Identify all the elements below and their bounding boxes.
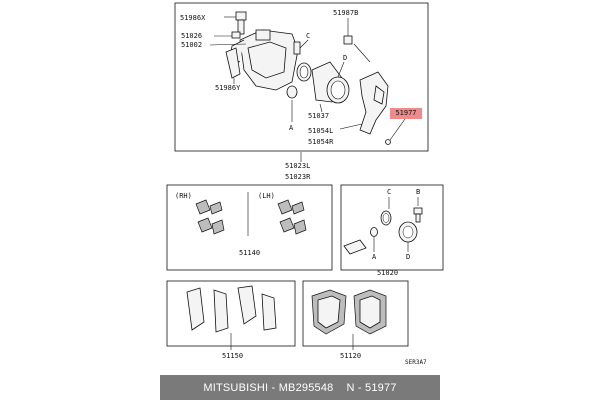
label-c-top: C <box>306 32 310 40</box>
label-51020: 51020 <box>377 269 398 277</box>
label-d-kit: D <box>406 253 410 261</box>
label-lh: (LH) <box>258 192 275 200</box>
label-51150: 51150 <box>222 352 243 360</box>
ring-51977 <box>385 139 391 145</box>
caliper-assembly-frame <box>174 2 429 152</box>
label-51986y: 51986Y <box>215 84 241 92</box>
label-b-kit: B <box>416 188 420 196</box>
label-51002: 51002 <box>181 41 202 49</box>
label-51026: 51026 <box>181 32 202 40</box>
footer-reference: N - 51977 <box>346 381 397 394</box>
shims <box>186 285 277 333</box>
footer-brand: MITSUBISHI <box>203 381 269 394</box>
brake-pads <box>311 289 387 335</box>
label-51037: 51037 <box>308 112 329 120</box>
label-a-kit: A <box>372 253 377 261</box>
label-51054l: 51054L <box>308 127 333 135</box>
footer-part-number: MB295548 <box>278 381 334 394</box>
seal-kit-frame <box>340 184 444 271</box>
clips-rh <box>195 199 225 235</box>
support-bracket-51054 <box>359 71 389 135</box>
piston-51037 <box>311 61 350 104</box>
label-d-top: D <box>343 54 347 62</box>
clips-lh <box>277 199 307 235</box>
pad-clip-kit-frame <box>166 184 333 271</box>
boot-a <box>286 85 298 99</box>
label-c-kit: C <box>387 188 391 196</box>
bolt-51987b <box>343 35 353 45</box>
footer-separator: - <box>268 381 279 394</box>
brake-pad-frame <box>302 280 409 347</box>
label-51023l: 51023L <box>285 162 310 170</box>
label-51140: 51140 <box>239 249 260 257</box>
label-51987b: 51987B <box>333 9 358 17</box>
bleeder-51026 <box>231 31 241 39</box>
bolt-51986x <box>235 11 247 35</box>
label-51023r: 51023R <box>285 173 311 181</box>
caliper-body <box>229 29 299 91</box>
label-51977-highlight: 51977 <box>390 108 422 119</box>
label-51054r: 51054R <box>308 138 334 146</box>
bolt-51986y <box>225 47 241 79</box>
part-info-footer: MITSUBISHI - MB295548 N - 51977 <box>160 375 440 400</box>
label-51986x: 51986X <box>180 14 206 22</box>
kit-pin-b <box>413 207 423 223</box>
label-rh: (RH) <box>175 192 192 200</box>
label-51120: 51120 <box>340 352 361 360</box>
grease-packet <box>343 239 367 255</box>
kit-boot-a <box>370 227 378 237</box>
pin-c <box>293 41 301 55</box>
label-a-top: A <box>289 124 294 132</box>
diagram-code: SER3A7 <box>405 359 427 366</box>
